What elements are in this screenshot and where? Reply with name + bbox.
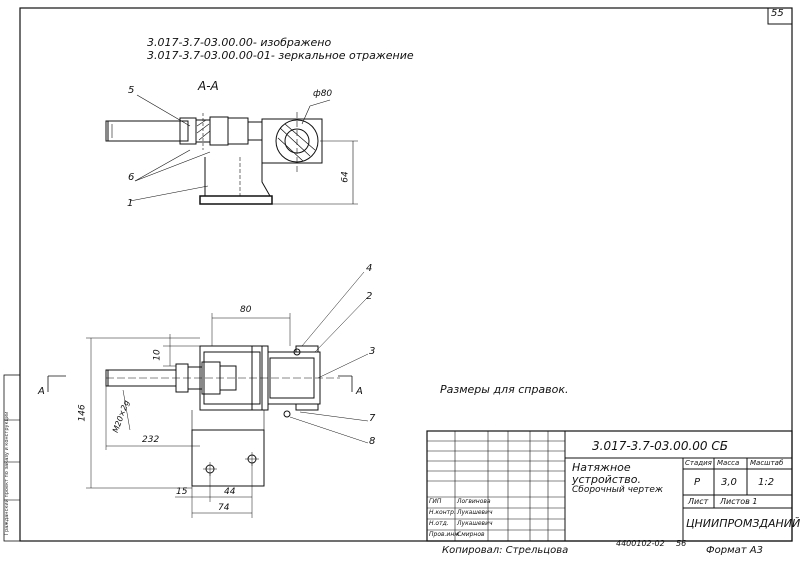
dim-44: 44 [224, 487, 236, 497]
sheets-label: Листов 1 [720, 497, 758, 506]
hdr-scale: Масштаб [750, 459, 784, 467]
signer-1: Логвинова [457, 498, 491, 505]
callout-1: 1 [127, 198, 134, 209]
hdr-stage: Стадия [685, 459, 712, 467]
signer-3: Лукашевич [457, 520, 493, 527]
doc-code: 3.017-3.7-03.00.00 СБ [592, 439, 728, 453]
dim-10: 10 [152, 349, 163, 361]
signer-2: Лукашевич [457, 509, 493, 516]
dim-diameter-80: ф80 [313, 89, 333, 99]
callout-8: 8 [369, 436, 376, 447]
sheet-label: Лист [688, 497, 709, 506]
stage-value: Р [694, 477, 701, 488]
callout-2: 2 [366, 291, 373, 302]
organization: ЦНИИПРОМЗДАНИЙ [686, 517, 800, 530]
side-stamp-box [3, 374, 21, 542]
archive-code: 4400102-02 [616, 539, 665, 548]
callout-7: 7 [369, 413, 376, 424]
mass-value: 3,0 [721, 477, 737, 488]
dim-80: 80 [240, 305, 252, 315]
doc-name-2: устройство. [572, 473, 641, 486]
callout-6: 6 [128, 172, 135, 183]
reference-note: Размеры для справок. [440, 383, 569, 396]
signer-4: Смирнов [457, 531, 485, 538]
callout-3: 3 [369, 346, 376, 357]
doc-name-1: Натяжное [572, 461, 631, 474]
dim-64: 64 [340, 171, 351, 183]
plan-view [47, 271, 369, 518]
role-3: Н.отд. [429, 520, 449, 527]
archive-number: 56 [676, 539, 687, 548]
section-mark-right: А [356, 386, 363, 397]
variant-line-1: 3.017-3.7-03.00.00- изображено [147, 36, 332, 49]
outer-frame [19, 7, 793, 542]
dim-146: 146 [77, 404, 88, 422]
page-number-box [767, 7, 793, 25]
section-mark-left: А [38, 386, 45, 397]
role-1: ГИП [429, 498, 442, 505]
paper-format: Формат А3 [706, 545, 763, 556]
dim-15: 15 [176, 487, 188, 497]
callout-5: 5 [128, 85, 135, 96]
title-block-lines [426, 430, 793, 542]
copied-by: Копировал: Стрельцова [442, 545, 569, 556]
dim-74: 74 [218, 503, 230, 513]
scale-value: 1:2 [758, 477, 775, 488]
role-2: Н.контр. [429, 509, 456, 516]
section-view [105, 94, 358, 205]
page-number: 55 [771, 8, 784, 19]
callout-4: 4 [366, 263, 373, 274]
variant-line-2: 3.017-3.7-03.00.00-01- зеркальное отраже… [147, 49, 414, 62]
role-4: Пров.инж. [429, 531, 462, 538]
dim-232: 232 [142, 435, 160, 445]
hdr-mass: Масса [717, 459, 740, 467]
section-label: А-А [198, 79, 219, 93]
side-stamp-text: Гражданский проект по заказу и конструкц… [4, 411, 10, 535]
doc-name-3: Сборочный чертеж [572, 485, 664, 495]
